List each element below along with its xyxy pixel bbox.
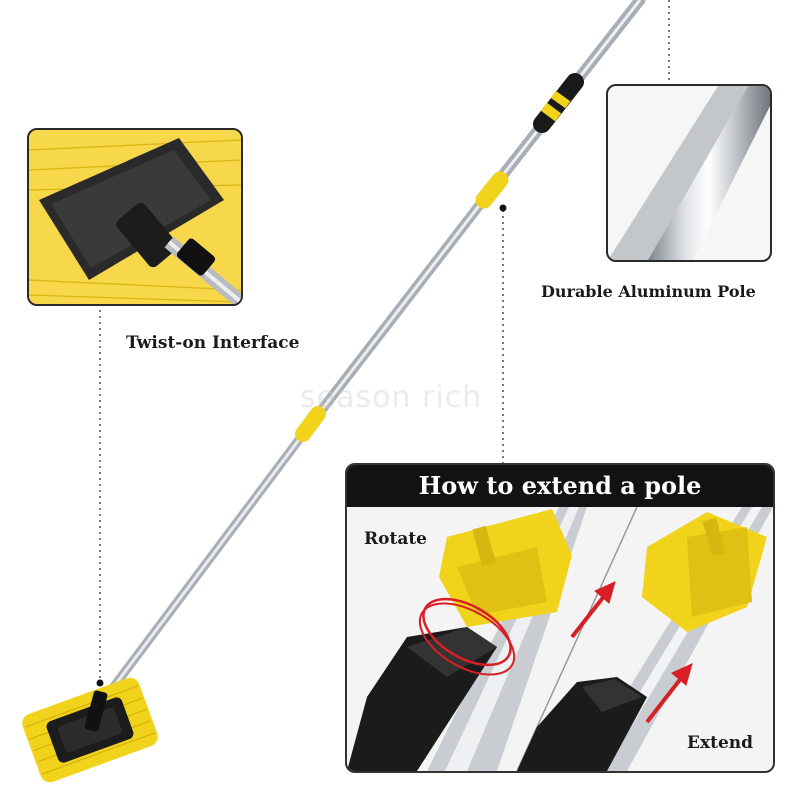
lock-collar-upper	[475, 171, 509, 209]
extend-instructions-panel: How to extend a pole	[345, 463, 775, 773]
watermark: season rich	[300, 380, 483, 415]
brush-head	[22, 677, 158, 783]
twist-on-closeup-image	[29, 130, 241, 304]
lock-collar-lower	[295, 406, 326, 442]
twist-on-callout	[27, 128, 243, 306]
aluminum-label: Durable Aluminum Pole	[541, 282, 756, 301]
twist-on-label: Twist-on Interface	[126, 333, 300, 353]
rotate-label: Rotate	[364, 529, 428, 549]
rotate-illustration	[347, 507, 587, 771]
extend-illustration-right	[517, 507, 773, 771]
pole-grip	[533, 73, 584, 133]
aluminum-closeup-image	[608, 86, 770, 260]
extend-arrow-icon	[570, 581, 693, 724]
aluminum-callout	[606, 84, 772, 262]
extend-label: Extend	[687, 733, 754, 753]
extend-title: How to extend a pole	[347, 465, 773, 507]
extend-illustration	[347, 507, 773, 771]
